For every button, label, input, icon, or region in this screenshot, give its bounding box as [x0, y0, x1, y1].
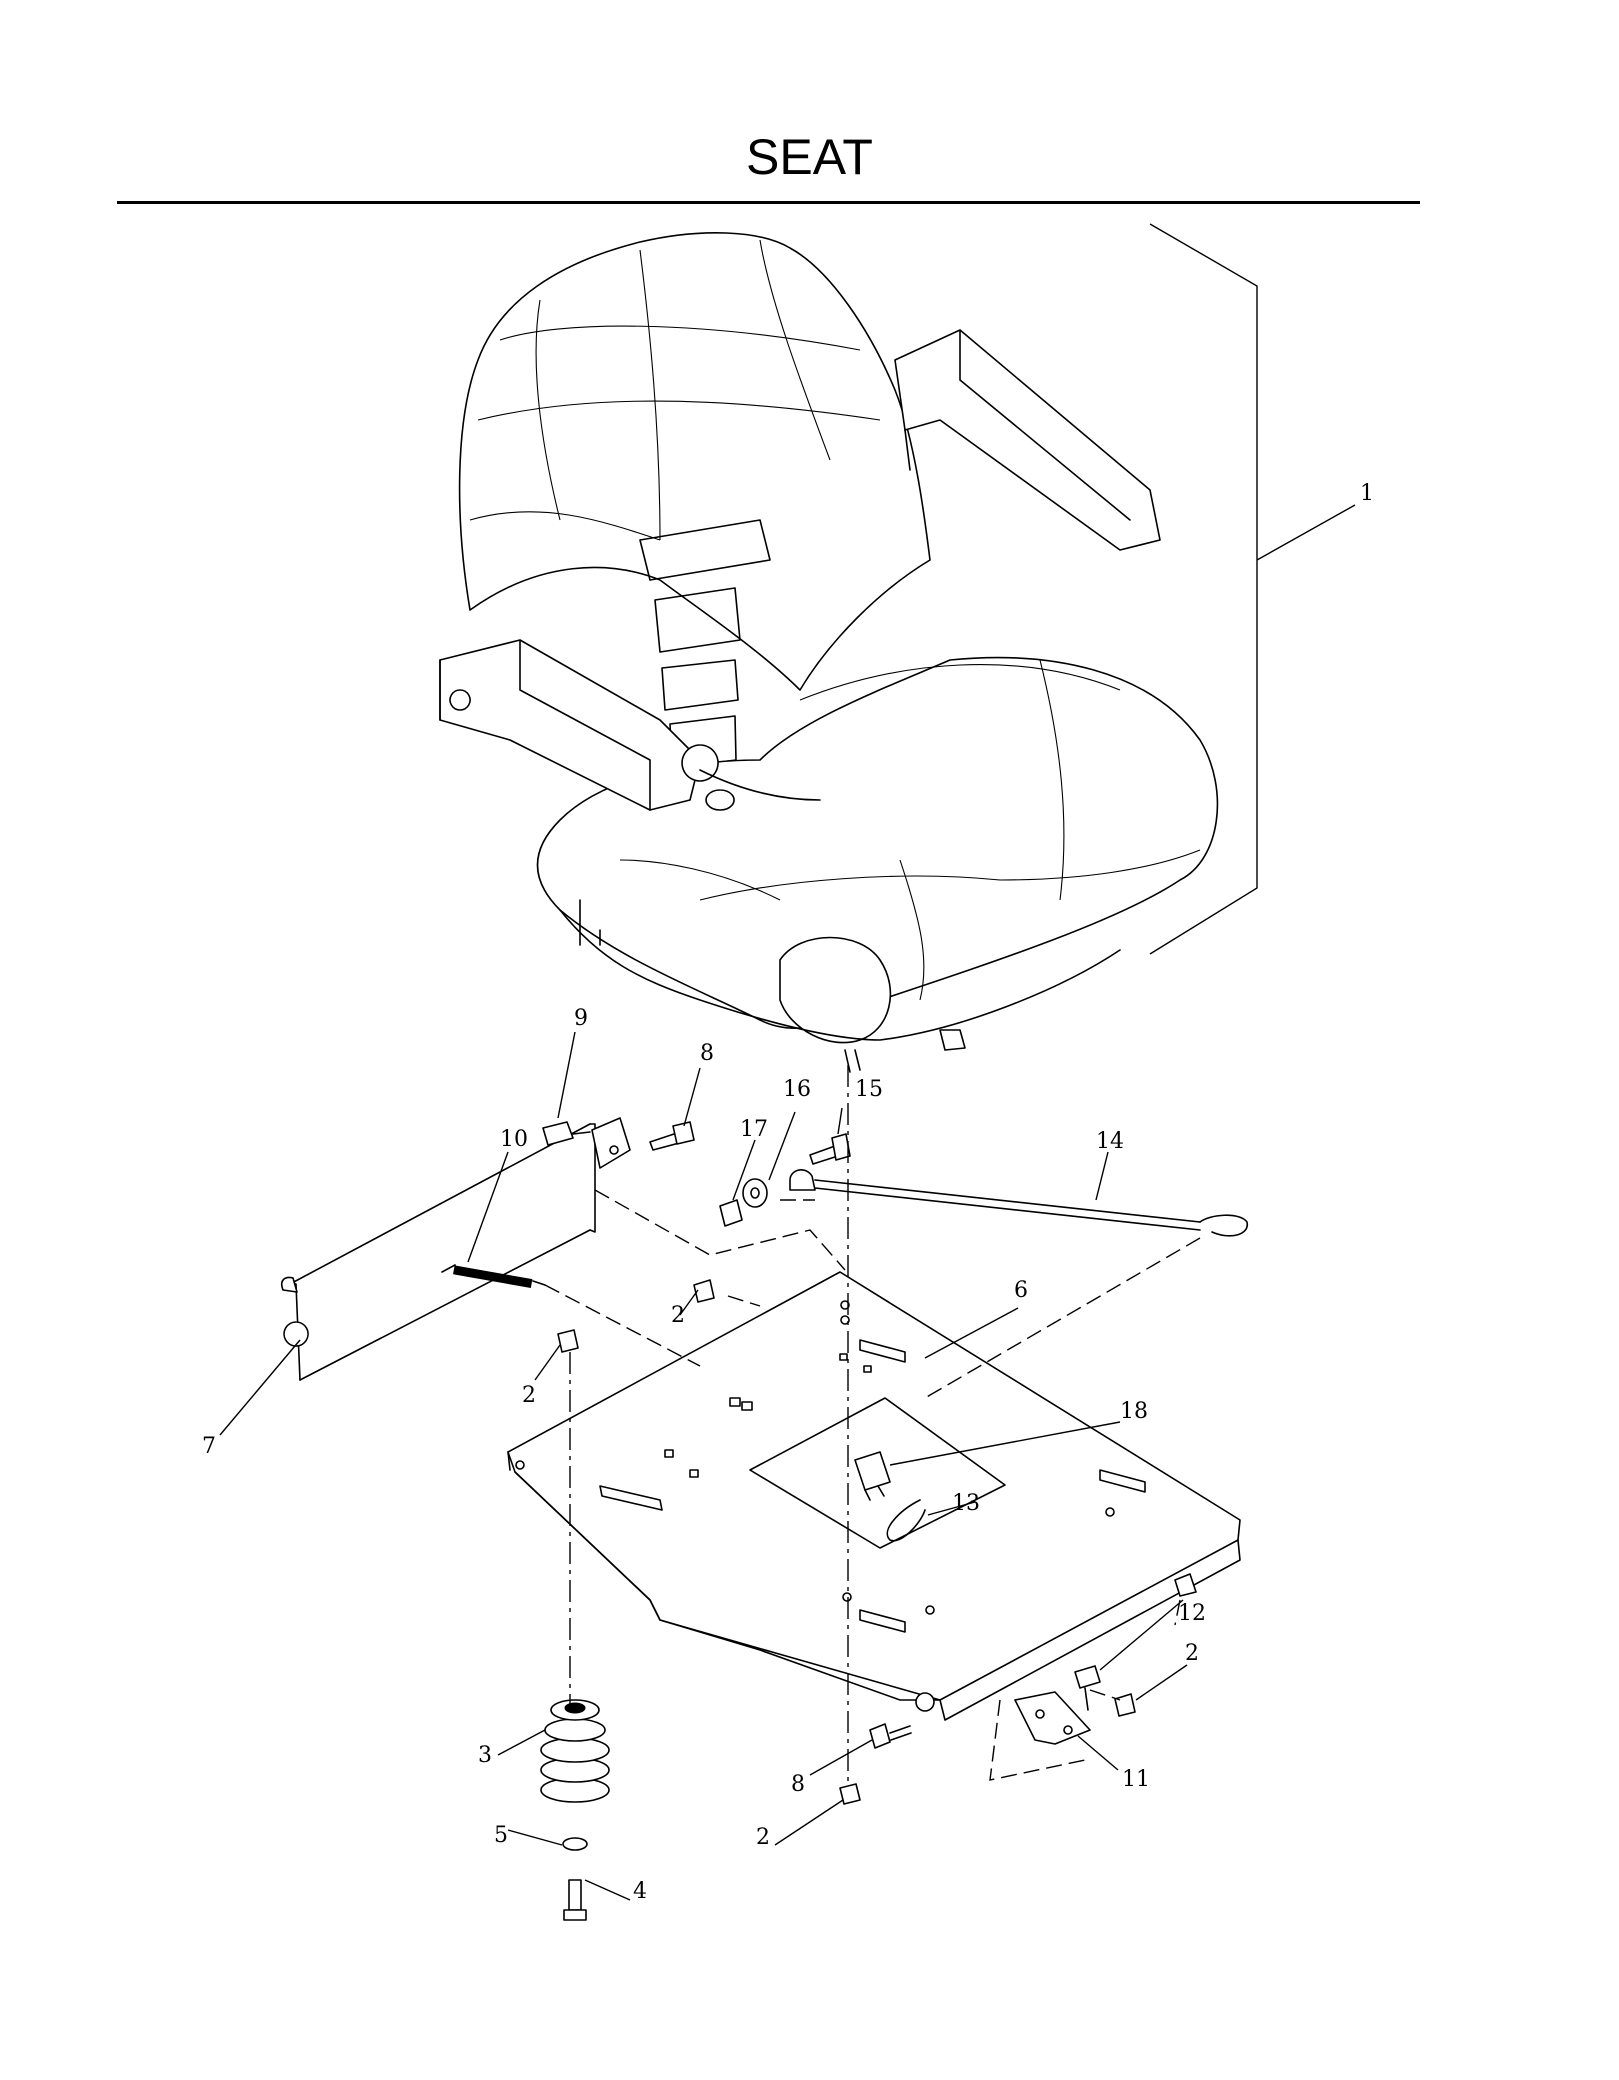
callout-2: 2 [522, 1383, 536, 1408]
callout-12: 12 [1178, 1601, 1206, 1626]
callout-18: 18 [1120, 1399, 1148, 1424]
leader-lines [219, 1031, 1188, 1901]
callout-4: 4 [633, 1879, 647, 1904]
callout-15: 15 [855, 1077, 883, 1102]
callout-labels: 1 2 2 2 2 3 4 5 6 7 8 8 9 10 11 12 13 14… [202, 481, 1374, 1904]
callout-8: 8 [791, 1772, 805, 1797]
callout-2: 2 [671, 1303, 685, 1328]
callout-2: 2 [1185, 1641, 1199, 1666]
callout-14: 14 [1096, 1129, 1124, 1154]
seat-plate [507, 1271, 1241, 1721]
cable [789, 1168, 1248, 1237]
callout-3: 3 [478, 1743, 492, 1768]
seat-switch [854, 1451, 926, 1542]
isolator-stack [540, 1699, 610, 1921]
callout-13: 13 [952, 1491, 980, 1516]
callout-8: 8 [700, 1041, 714, 1066]
callout-11: 11 [1122, 1767, 1150, 1792]
callout-1: 1 [1360, 481, 1374, 506]
alignment-lines [544, 1065, 1201, 1785]
knob [542, 1121, 591, 1146]
page-title: SEAT [746, 129, 873, 185]
callout-17: 17 [740, 1117, 768, 1142]
callout-7: 7 [202, 1434, 216, 1459]
rod-bracket [280, 1117, 631, 1381]
callout-9: 9 [574, 1006, 588, 1031]
mount-bracket [1014, 1573, 1197, 1745]
callout-2: 2 [756, 1825, 770, 1850]
bolt-bottom [869, 1692, 935, 1749]
nuts [557, 1279, 1136, 1805]
bolt-top [649, 1121, 695, 1151]
callout-5: 5 [494, 1823, 508, 1848]
callout-10: 10 [500, 1127, 528, 1152]
title-rule [117, 201, 1420, 204]
spring [441, 1264, 546, 1289]
seat-assembly [439, 232, 1219, 1073]
callout-6: 6 [1014, 1278, 1028, 1303]
assembly-bracket [1149, 223, 1356, 955]
hardware-center [719, 1133, 851, 1227]
callout-16: 16 [783, 1077, 811, 1102]
